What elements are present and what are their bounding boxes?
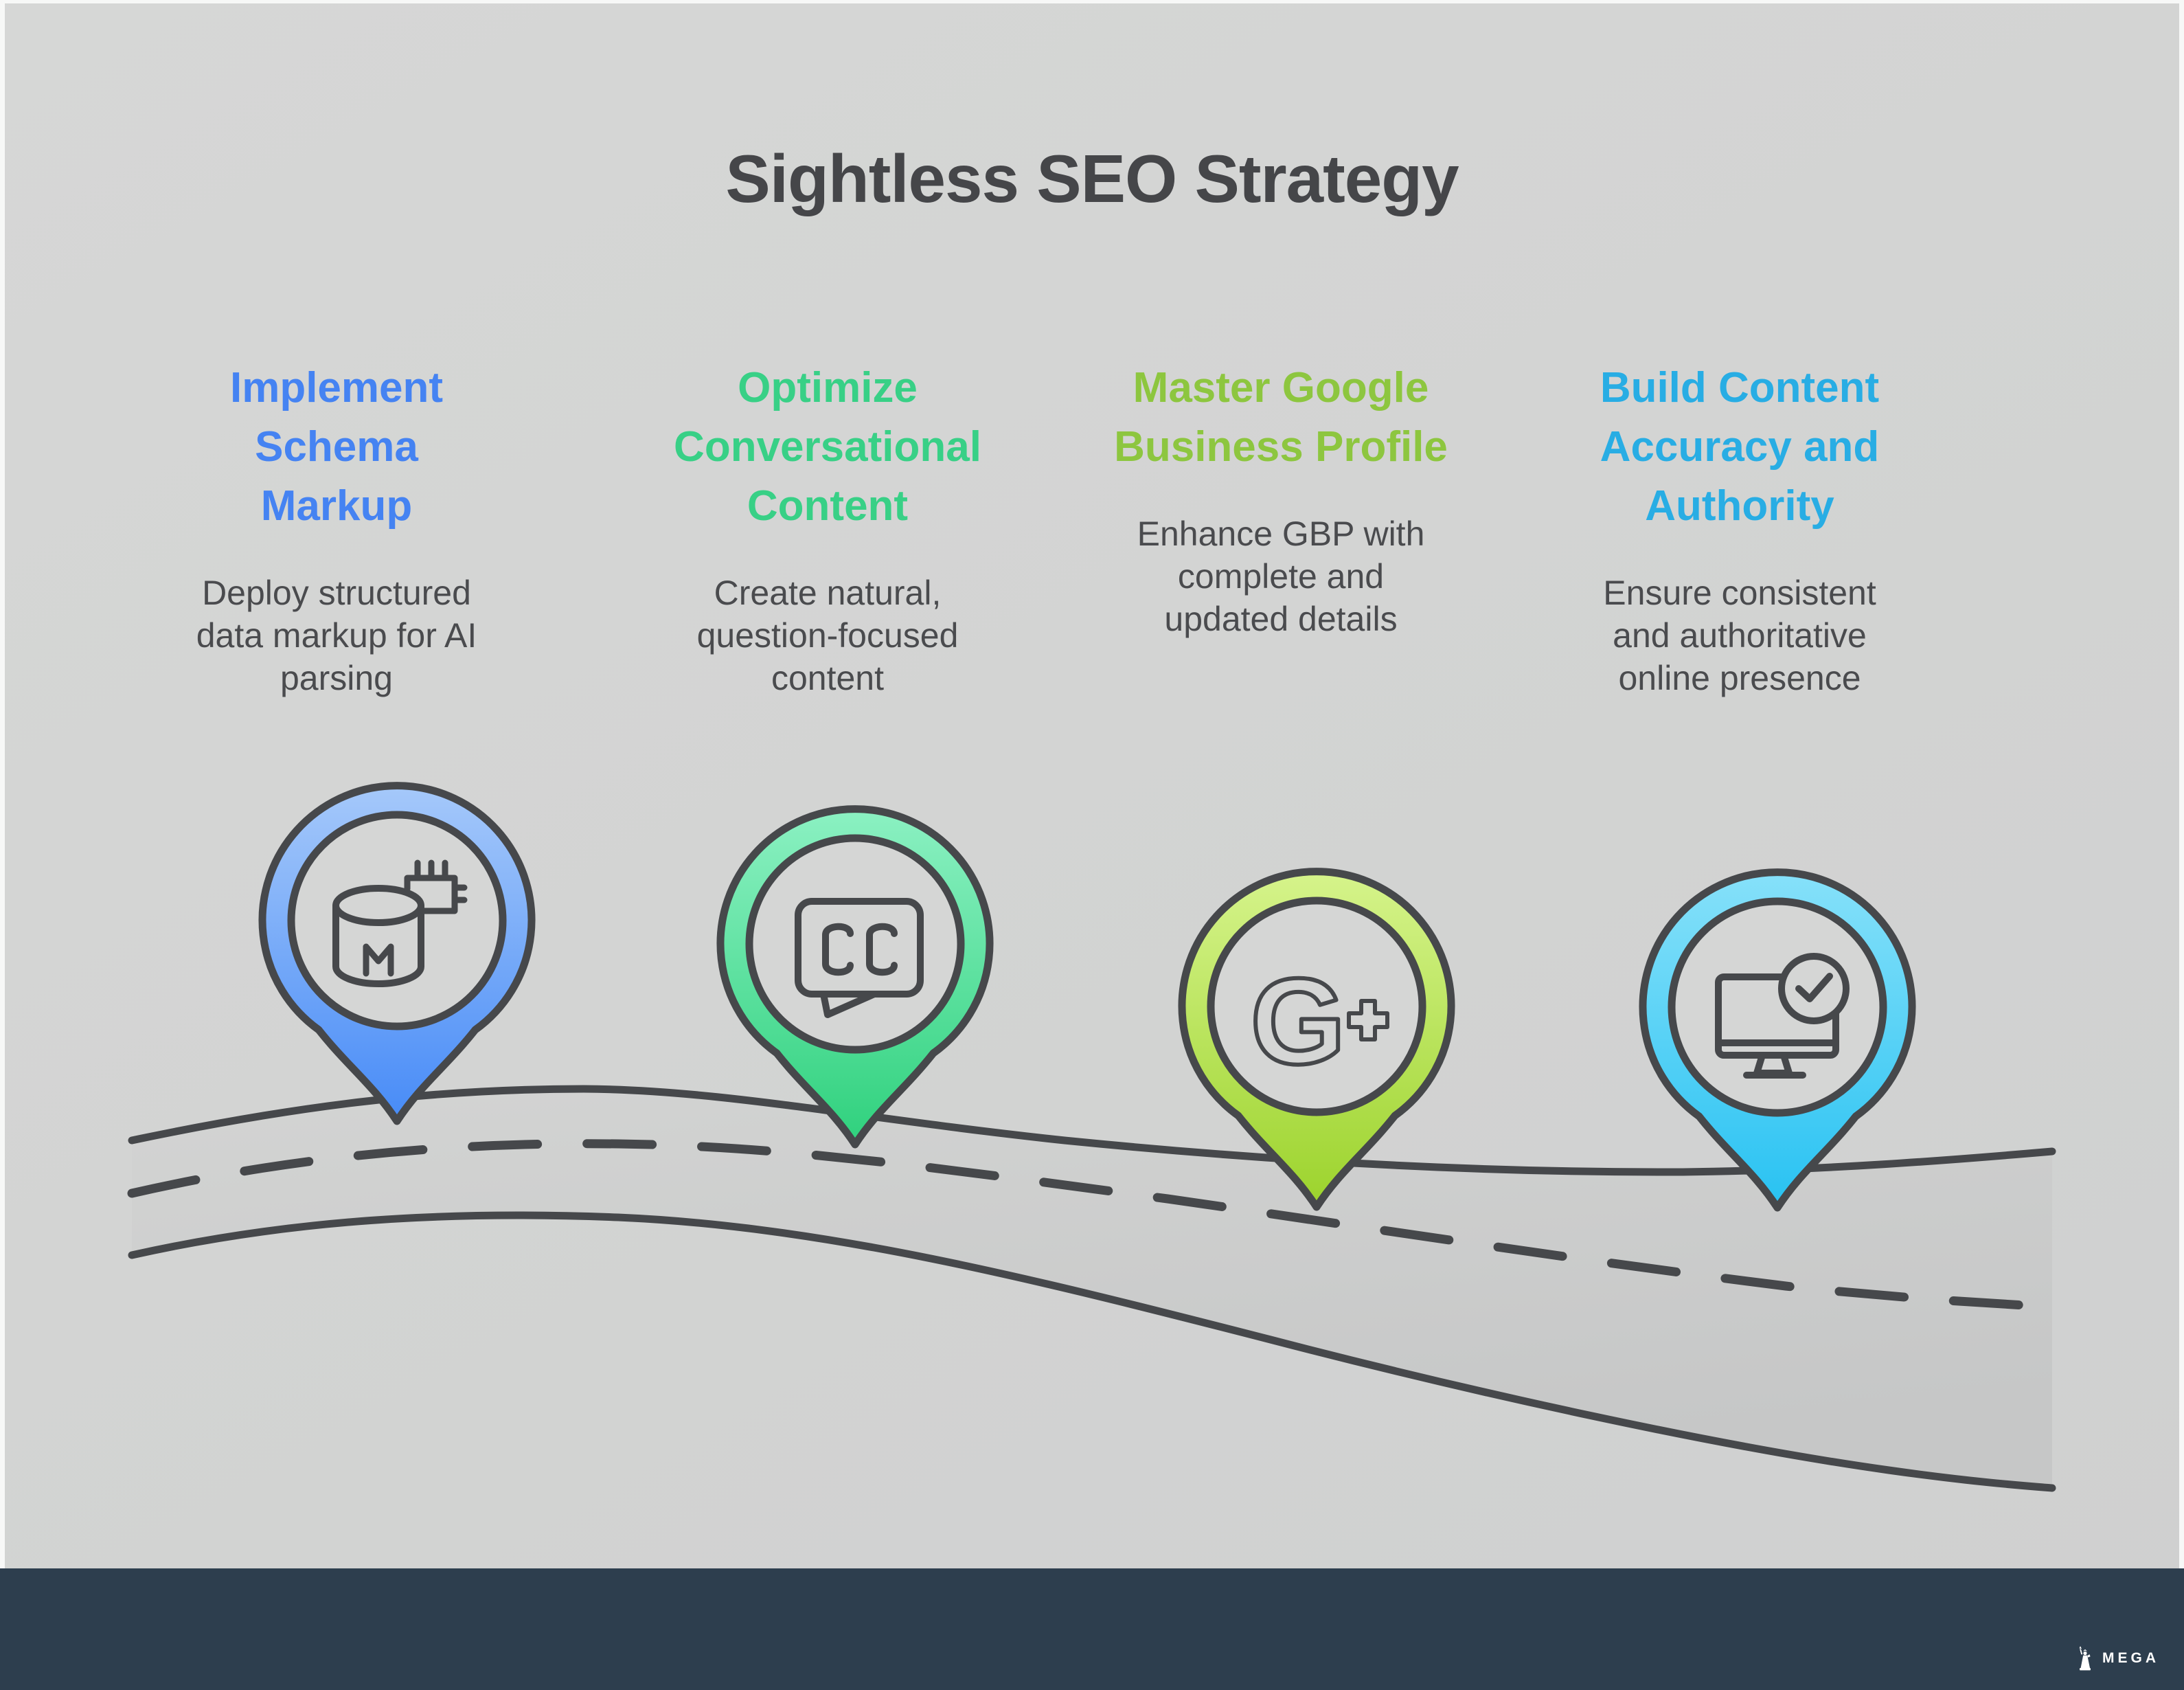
step-column-3: Master Google Business Profile Enhance G…: [1061, 359, 1501, 640]
plus-glyph: [1347, 999, 1389, 1041]
statue-of-liberty-icon: [2079, 1646, 2091, 1671]
step-column-1: Implement Schema Markup Deploy structure…: [117, 359, 556, 699]
database-schema-icon: [332, 859, 468, 987]
brand-lockup: MEGA: [2076, 1645, 2159, 1672]
footer-bar: MEGA: [0, 1568, 2184, 1690]
google-plus-icon: G: [1249, 951, 1389, 1092]
map-pin-conversational: [716, 805, 994, 1149]
pin-letters-cc: [822, 923, 898, 976]
monitor-check-icon: [1715, 953, 1850, 1079]
step-description: Create natural, question-focused content: [696, 574, 959, 697]
step-description: Deploy structured data markup for AI par…: [196, 574, 477, 697]
step-description: Ensure consistent and authoritative onli…: [1603, 574, 1876, 697]
step-description: Enhance GBP with complete and updated de…: [1137, 515, 1425, 638]
road-edge-bottom: [128, 1211, 2056, 1492]
road-surface: [132, 1089, 2052, 1488]
brand-name: MEGA: [2102, 1650, 2159, 1666]
closed-captions-icon: [795, 898, 924, 1018]
map-pin-google-business: G: [1178, 868, 1455, 1211]
pin-letter-m: [363, 943, 394, 977]
map-pin-accuracy: [1639, 868, 1916, 1212]
page-title: Sightless SEO Strategy: [725, 141, 1459, 216]
checkmark: [1795, 973, 1833, 1002]
pin-letter-g: G: [1251, 953, 1345, 1090]
step-heading: Master Google Business Profile: [1114, 364, 1448, 471]
step-column-4: Build Content Accuracy and Authority Ens…: [1520, 359, 1959, 699]
step-heading: Optimize Conversational Content: [674, 364, 981, 530]
step-heading: Build Content Accuracy and Authority: [1600, 364, 1880, 530]
step-column-2: Optimize Conversational Content Create n…: [608, 359, 1047, 699]
map-pin-schema: [258, 782, 536, 1125]
step-heading: Implement Schema Markup: [229, 364, 444, 530]
